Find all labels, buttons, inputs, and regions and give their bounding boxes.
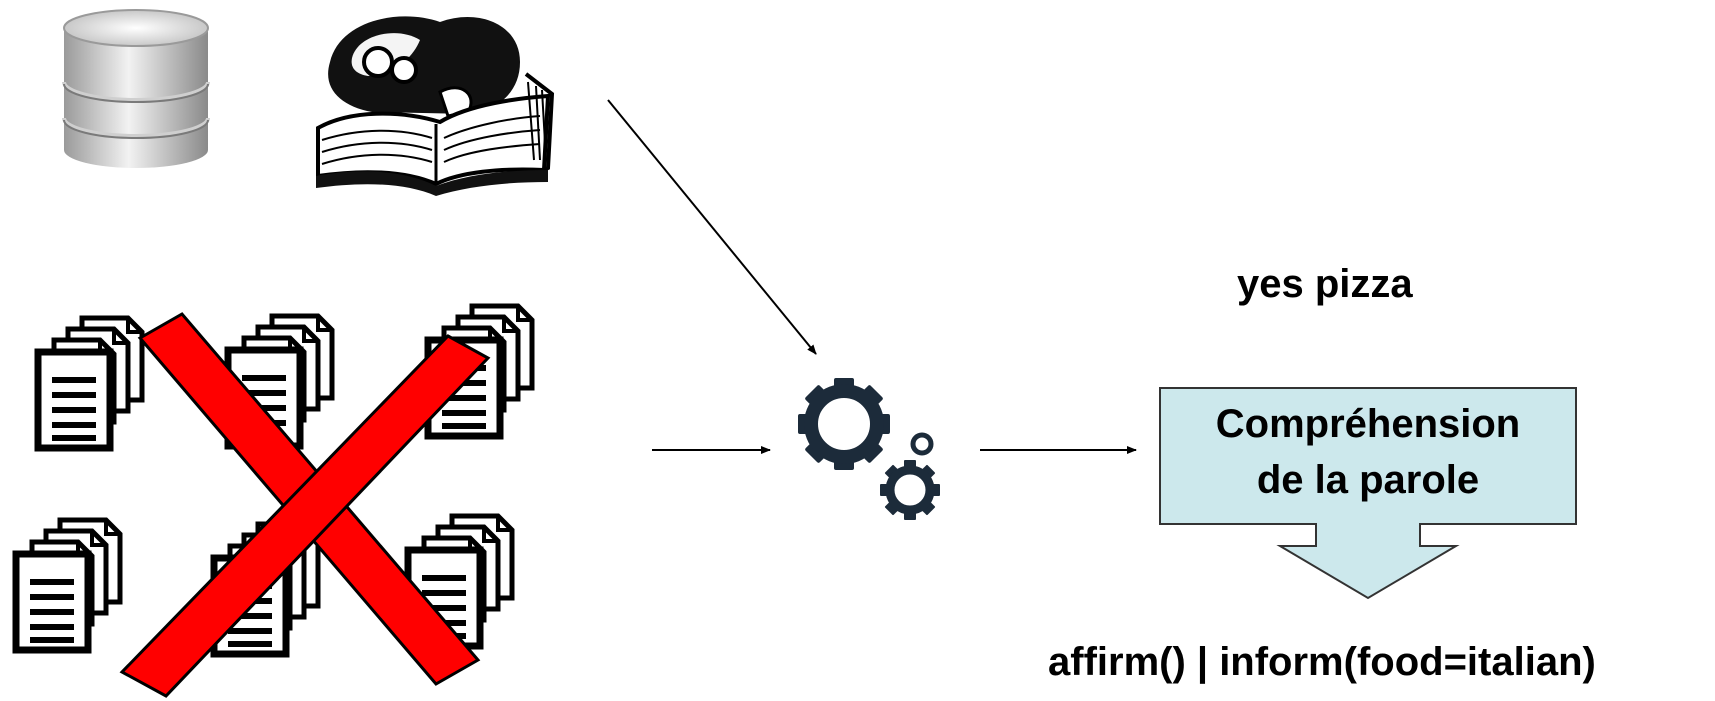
module-label-line2: de la parole: [1256, 458, 1480, 502]
speech-understanding-module: [1159, 387, 1577, 600]
expert-reading-book-icon: [316, 16, 555, 196]
arrow-expert-to-gears: [607, 99, 817, 355]
input-utterance: yes pizza: [1237, 262, 1413, 306]
module-label: Compréhension de la parole: [1160, 396, 1576, 508]
database-icon: [62, 9, 210, 168]
gears-icon: [798, 378, 940, 520]
module-label-line1: Compréhension: [1215, 402, 1521, 446]
semantic-output: affirm() | inform(food=italian): [1048, 640, 1596, 684]
red-cross-icon: [119, 312, 491, 698]
